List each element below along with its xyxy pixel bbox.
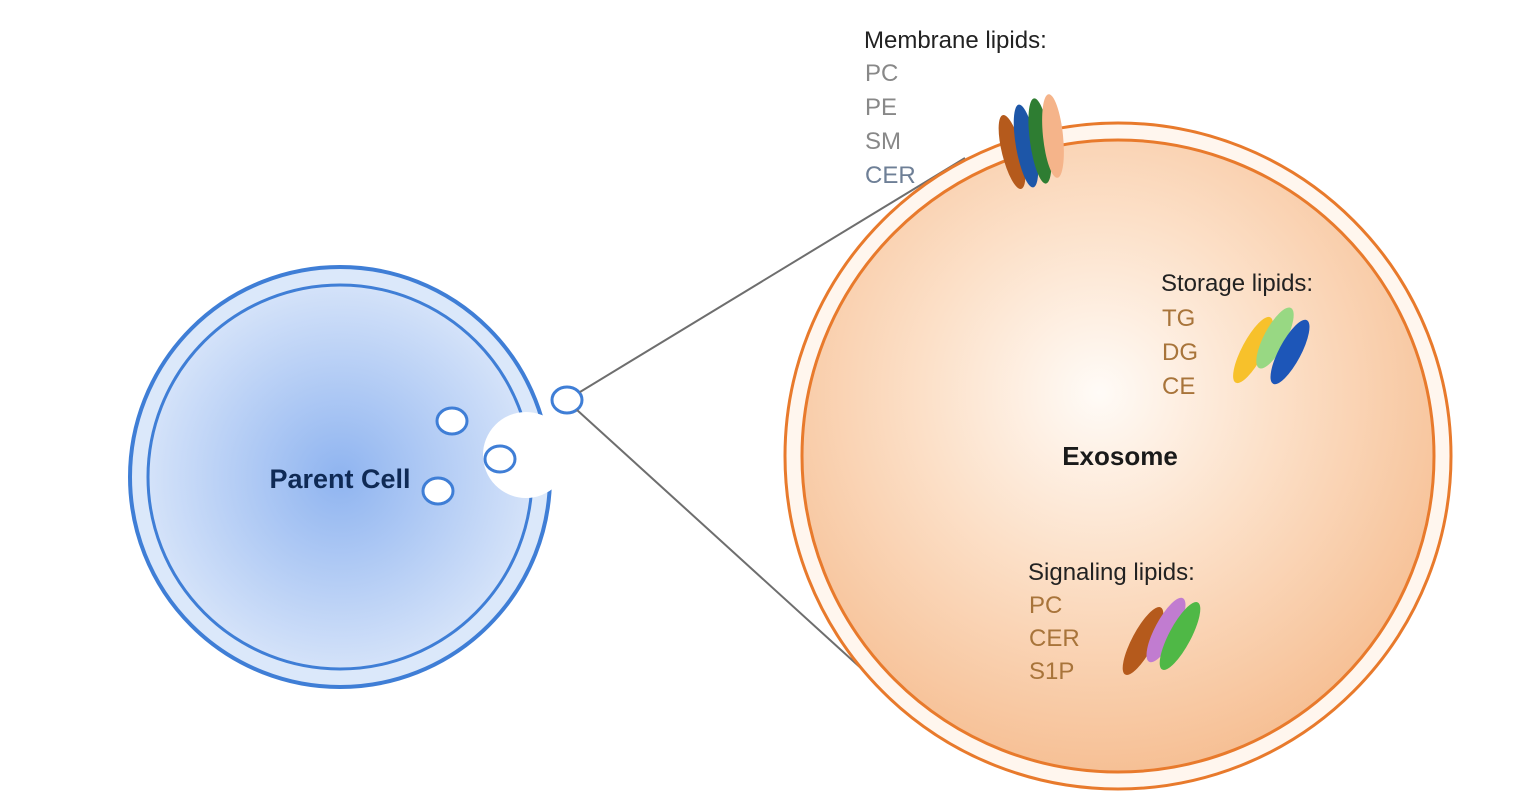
membrane-lipids-list: Membrane lipids: PC PE SM CER — [864, 27, 1047, 189]
parent-cell-label: Parent Cell — [269, 464, 410, 494]
signaling-lipid-item: CER — [1029, 625, 1080, 652]
storage-lipid-item: TG — [1162, 305, 1195, 332]
membrane-lipid-glyphs — [998, 94, 1064, 189]
lipid-ellipse-pc-signal — [1122, 607, 1164, 675]
vesicle — [421, 476, 455, 506]
lipid-ellipse-pc — [1042, 94, 1064, 178]
storage-lipid-item: DG — [1162, 339, 1198, 366]
membrane-lipid-item: CER — [865, 162, 916, 189]
lipid-ellipse-s1p — [1159, 602, 1201, 670]
budding-notch — [483, 412, 569, 498]
signaling-lipid-item: S1P — [1029, 658, 1074, 685]
storage-lipid-item: CE — [1162, 373, 1195, 400]
membrane-lipid-item: PC — [865, 60, 898, 87]
lipid-ellipse-pe — [998, 115, 1026, 189]
zoom-line-bottom — [576, 409, 886, 691]
vesicle — [483, 444, 517, 474]
membrane-lipid-item: SM — [865, 128, 901, 155]
lipid-ellipse-tg — [1233, 316, 1273, 384]
exosome: Exosome Storage lipids: TG DG CE Signali… — [783, 94, 1453, 791]
signaling-lipids-title: Signaling lipids: — [1028, 559, 1195, 586]
signaling-lipid-item: PC — [1029, 592, 1062, 619]
lipid-ellipse-cer-signal — [1146, 597, 1186, 663]
exosome-label: Exosome — [1062, 441, 1178, 471]
membrane-lipid-item: PE — [865, 94, 897, 121]
lipid-ellipse-sm — [1013, 104, 1039, 188]
zoom-line-top — [579, 157, 966, 393]
membrane-lipids-title: Membrane lipids: — [864, 27, 1047, 54]
exosome-inner-membrane — [800, 138, 1436, 774]
vesicle — [435, 406, 469, 436]
released-exosome — [550, 385, 584, 415]
storage-lipids-title: Storage lipids: — [1161, 270, 1313, 297]
storage-lipid-glyphs — [1233, 307, 1310, 385]
lipid-ellipse-dg — [1256, 307, 1294, 369]
parent-cell: Parent Cell — [128, 265, 584, 689]
signaling-lipid-glyphs — [1122, 597, 1201, 675]
lipid-ellipse-ce — [1270, 319, 1310, 385]
